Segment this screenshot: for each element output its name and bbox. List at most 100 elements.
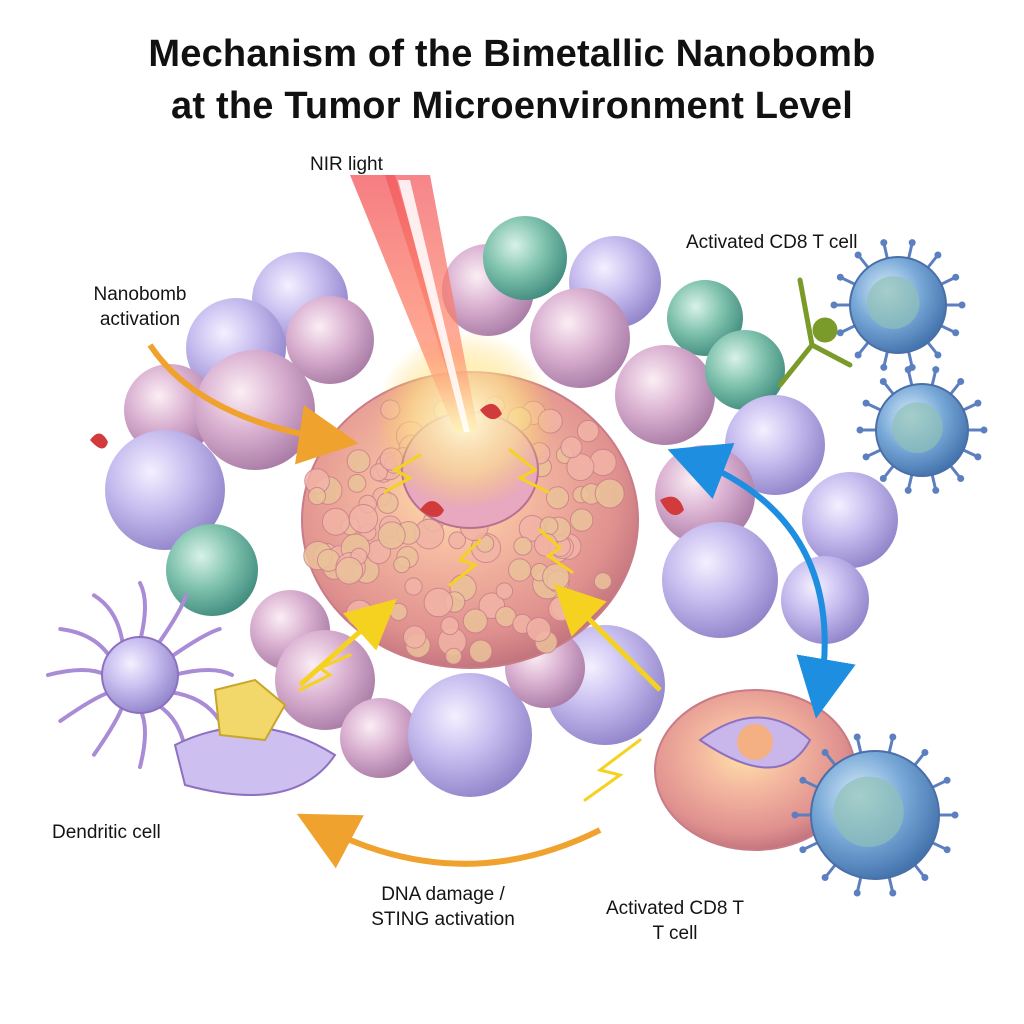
- t-cell-knob: [974, 399, 982, 407]
- label-nanobomb-line1: Nanobomb: [93, 284, 187, 305]
- dendrite-arm: [167, 690, 222, 723]
- dendrite-arm: [138, 707, 147, 769]
- t-cell-knob: [853, 889, 861, 897]
- t-cell-spike: [930, 371, 937, 386]
- t-cell-knob: [880, 363, 888, 371]
- dendrite-arm: [58, 627, 113, 660]
- t-cell: [791, 733, 959, 897]
- t-cell-spike: [913, 864, 925, 877]
- tumor-cell: [105, 430, 225, 550]
- title-line-1: Mechanism of the Bimetallic Nanobomb: [148, 33, 876, 75]
- t-cell-spike: [926, 255, 938, 269]
- t-cell-knob: [856, 426, 864, 434]
- t-cell-knob: [791, 811, 799, 819]
- t-cell-knob: [862, 399, 870, 407]
- t-cell-spike: [962, 448, 977, 458]
- dna-sting-arrow: [296, 813, 602, 869]
- dendrite-arm: [172, 668, 234, 677]
- t-cell-knob: [980, 426, 988, 434]
- t-cell-spike: [907, 351, 914, 366]
- t-cell-spike: [858, 255, 870, 269]
- t-cell-spike: [841, 324, 856, 334]
- t-cell-knob: [799, 846, 807, 854]
- t-cell-spike: [867, 448, 882, 458]
- t-cell-spike: [804, 779, 818, 789]
- t-cell-knob: [862, 453, 870, 461]
- t-cell-knob: [836, 273, 844, 281]
- t-cell-nucleus: [833, 776, 904, 847]
- t-cell-knob: [889, 733, 897, 741]
- tumor-bump: [570, 508, 594, 532]
- t-cell-knob: [932, 366, 940, 374]
- t-cell-knob: [821, 874, 829, 881]
- green-immune-cell: [166, 524, 258, 616]
- t-cell-knob: [957, 475, 965, 482]
- label-nanobomb-activation: Nanobomb activation: [70, 282, 210, 332]
- t-cell-spike: [867, 402, 882, 412]
- tumor-bump: [560, 436, 583, 459]
- t-cell-spike: [883, 382, 895, 395]
- tumor-cell: [195, 350, 315, 470]
- tumor-bump: [513, 536, 533, 556]
- t-cell-knob: [908, 239, 916, 247]
- tumor-cell: [340, 698, 420, 778]
- label-dna-line1: DNA damage /: [381, 884, 505, 905]
- t-cell-spike: [856, 738, 863, 753]
- t-cell: [856, 366, 988, 494]
- dendrite-arm: [92, 593, 125, 648]
- t-cell-knob: [853, 733, 861, 741]
- tumor-bump: [369, 463, 388, 482]
- tumor-bump: [566, 453, 595, 482]
- green-immune-cell: [705, 330, 785, 410]
- tumor-bump: [495, 582, 514, 600]
- label-activated-cd8-bottom: Activated CD8 T T cell: [585, 896, 765, 946]
- t-cell-knob: [799, 776, 807, 784]
- t-cell-knob: [957, 378, 965, 385]
- tumor-cell: [286, 296, 374, 384]
- dendrite-arm: [46, 668, 108, 677]
- tumor-cell: [662, 522, 778, 638]
- dendrite-arm: [138, 581, 147, 643]
- t-cell-knob: [943, 846, 951, 854]
- t-cell-knob: [904, 486, 912, 494]
- t-cell-spike: [825, 864, 837, 877]
- t-cell-knob: [889, 889, 897, 897]
- tumor-bump: [594, 478, 625, 509]
- activated-t-cells: [791, 239, 988, 897]
- antibody-icon: [777, 277, 853, 388]
- t-cell-knob: [880, 239, 888, 247]
- t-cell-spike: [932, 841, 946, 851]
- yellow-arrow-left: [298, 598, 397, 687]
- t-cell-knob: [821, 749, 829, 756]
- tumor-cell: [408, 673, 532, 797]
- t-cell-spike: [907, 474, 914, 489]
- label-nir-light: NIR light: [310, 154, 383, 175]
- tumor-bump: [376, 492, 399, 514]
- t-cell-spike: [913, 753, 925, 766]
- label-dna-sting: DNA damage / STING activation: [338, 882, 548, 932]
- label-dna-line2: STING activation: [371, 909, 515, 930]
- t-cell-knob: [958, 301, 966, 309]
- t-cell-knob: [921, 749, 929, 756]
- t-cell-knob: [934, 351, 942, 359]
- label-dendritic-cell: Dendritic cell: [52, 822, 161, 843]
- tumor-bump: [576, 419, 600, 443]
- tumor-bump: [593, 572, 613, 591]
- t-cell-knob: [974, 453, 982, 461]
- t-cell-spike: [932, 779, 946, 789]
- label-activated-cd8-top: Activated CD8 T cell: [686, 232, 858, 253]
- t-cell-spike: [887, 877, 894, 892]
- tumor-bump: [448, 531, 467, 550]
- t-cell-spike: [883, 465, 895, 478]
- t-cell-spike: [856, 877, 863, 892]
- t-cell-knob: [951, 811, 959, 819]
- t-cell-knob: [854, 351, 862, 359]
- t-cell-nucleus: [892, 402, 943, 454]
- dendrite-arm: [58, 690, 113, 723]
- yellow-arrow-right: [553, 583, 662, 692]
- tumor-bump: [377, 521, 406, 550]
- t-cell-spike: [858, 341, 870, 355]
- tumor-bump: [348, 504, 379, 534]
- tumor-bump: [346, 449, 371, 474]
- tumor-cell: [530, 288, 630, 388]
